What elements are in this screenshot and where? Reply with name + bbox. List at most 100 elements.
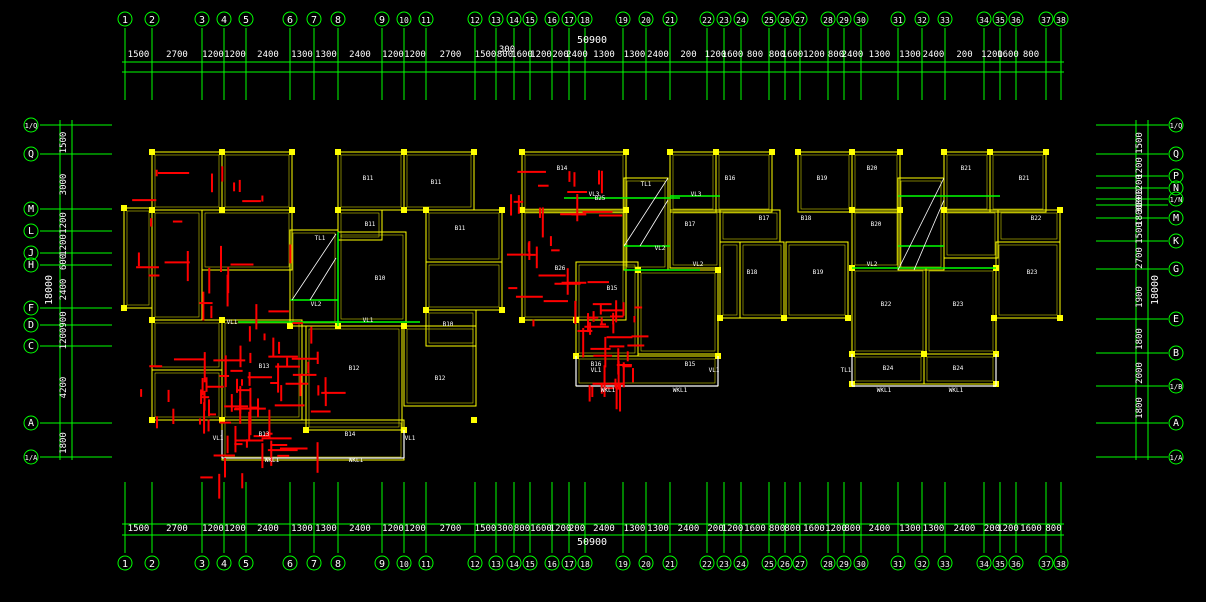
stair-diagonal bbox=[913, 199, 945, 271]
axis-label-bottom: 28 bbox=[823, 560, 833, 569]
stair-diagonal bbox=[639, 199, 669, 247]
wall-inner-line bbox=[308, 328, 400, 428]
axis-bubble-top bbox=[761, 11, 777, 27]
room-label: B18 bbox=[747, 269, 758, 276]
axis-bubble-bottom bbox=[662, 555, 678, 571]
structural-column bbox=[991, 315, 997, 321]
top-dimension-value: 800 bbox=[747, 50, 763, 60]
axis-bubble-top bbox=[853, 11, 869, 27]
top-dimension-value: 1600 bbox=[782, 50, 804, 60]
right-dimension-value: 1800 bbox=[1135, 204, 1145, 226]
wall-outline bbox=[201, 209, 293, 271]
wall-inner-line bbox=[946, 212, 996, 256]
axis-label-bottom: 13 bbox=[491, 560, 501, 569]
axis-bubble-top bbox=[992, 11, 1008, 27]
room-label: B19 bbox=[813, 269, 824, 276]
axis-label-bottom: 10 bbox=[399, 560, 409, 569]
room-label: B11 bbox=[455, 225, 466, 232]
axis-label-bottom: 37 bbox=[1041, 560, 1051, 569]
axis-label-bottom: 36 bbox=[1011, 560, 1021, 569]
beam-label: VL1 bbox=[591, 367, 602, 374]
axis-label-bottom: 38 bbox=[1056, 560, 1066, 569]
room-label: B13 bbox=[259, 431, 270, 438]
wall-inner-line bbox=[224, 422, 402, 458]
structural-column bbox=[769, 149, 775, 155]
label-layer: 1500150027002700120012001200120024002400… bbox=[59, 50, 1145, 534]
axis-bubble-bottom bbox=[194, 555, 210, 571]
axis-label-top: 29 bbox=[839, 16, 849, 25]
structural-column bbox=[287, 323, 293, 329]
bottom-total-dimension: 50900 bbox=[577, 537, 607, 548]
top-dimension-value: 200 bbox=[956, 50, 972, 60]
wall-inner-line bbox=[578, 358, 716, 384]
beam-label: VL2 bbox=[311, 301, 322, 308]
row-bubble-right bbox=[1168, 146, 1184, 162]
wall-outline bbox=[897, 177, 945, 271]
room-label: B12 bbox=[349, 365, 360, 372]
top-dimension-value: 1600 bbox=[722, 50, 744, 60]
beam-label: TL1 bbox=[841, 367, 852, 374]
floor-plan-layer bbox=[121, 149, 1063, 499]
row-bubble-right bbox=[1168, 378, 1184, 394]
axis-bubble-bottom bbox=[577, 555, 593, 571]
bottom-dimension-value: 1500 bbox=[475, 524, 497, 534]
structural-column bbox=[149, 417, 155, 423]
wall-inner-line bbox=[946, 154, 988, 210]
wall-inner-line bbox=[154, 212, 200, 318]
row-label-right: 1/B bbox=[1170, 383, 1183, 391]
axis-bubble-top bbox=[662, 11, 678, 27]
left-dimension-value: 600 bbox=[59, 254, 69, 270]
bottom-dimension-value: 1500 bbox=[128, 524, 150, 534]
beam-label: VL1 bbox=[213, 435, 224, 442]
structural-column bbox=[499, 307, 505, 313]
axis-label-top: 16 bbox=[547, 16, 557, 25]
structural-column bbox=[845, 315, 851, 321]
top-dimension-value: 800 bbox=[828, 50, 844, 60]
axis-bubble-top bbox=[306, 11, 322, 27]
top-dimension-value: 2400 bbox=[257, 50, 279, 60]
row-label-left: D bbox=[28, 320, 34, 331]
axis-bubble-bottom bbox=[1053, 555, 1069, 571]
axis-bubble-top bbox=[914, 11, 930, 27]
axis-label-top: 9 bbox=[379, 15, 385, 26]
axis-label-top: 6 bbox=[287, 15, 293, 26]
axis-grid-layer: 1122334455667788991010111112121313141415… bbox=[23, 11, 1184, 571]
row-bubble-right bbox=[1168, 191, 1184, 207]
axis-bubble-bottom bbox=[330, 555, 346, 571]
top-dimension-value: 1500 bbox=[128, 50, 150, 60]
left-dimension-value: 3000 bbox=[59, 174, 69, 196]
axis-bubble-top bbox=[733, 11, 749, 27]
axis-label-top: 33 bbox=[940, 16, 950, 25]
right-dimension-value: 1500 bbox=[1135, 222, 1145, 244]
row-bubble-right bbox=[1168, 233, 1184, 249]
axis-bubble-top bbox=[561, 11, 577, 27]
wall-outline bbox=[719, 209, 781, 243]
axis-bubble-bottom bbox=[396, 555, 412, 571]
axis-bubble-top bbox=[216, 11, 232, 27]
axis-label-top: 10 bbox=[399, 16, 409, 25]
axis-bubble-top bbox=[488, 11, 504, 27]
axis-bubble-bottom bbox=[544, 555, 560, 571]
bottom-dimension-value: 1200 bbox=[202, 524, 224, 534]
row-label-right: 1/N bbox=[1170, 196, 1183, 204]
wall-inner-line bbox=[340, 234, 404, 320]
row-label-left: 1/A bbox=[25, 454, 38, 462]
wall-outline bbox=[289, 229, 339, 327]
beam-label: VL2 bbox=[693, 261, 704, 268]
structural-column bbox=[423, 307, 429, 313]
wall-outline bbox=[739, 241, 785, 319]
structural-column bbox=[149, 317, 155, 323]
left-dimension-value: 4200 bbox=[59, 377, 69, 399]
wall-inner-line bbox=[800, 154, 850, 210]
axis-bubble-bottom bbox=[522, 555, 538, 571]
row-bubble-left bbox=[23, 201, 39, 217]
axis-label-bottom: 12 bbox=[470, 560, 480, 569]
wall-inner-line bbox=[640, 272, 716, 352]
room-label: B14 bbox=[557, 165, 568, 172]
structural-column bbox=[897, 149, 903, 155]
top-dimension-value: 800 bbox=[769, 50, 785, 60]
axis-bubble-top bbox=[282, 11, 298, 27]
bottom-dimension-value: 2400 bbox=[678, 524, 700, 534]
wall-outline bbox=[151, 319, 223, 371]
